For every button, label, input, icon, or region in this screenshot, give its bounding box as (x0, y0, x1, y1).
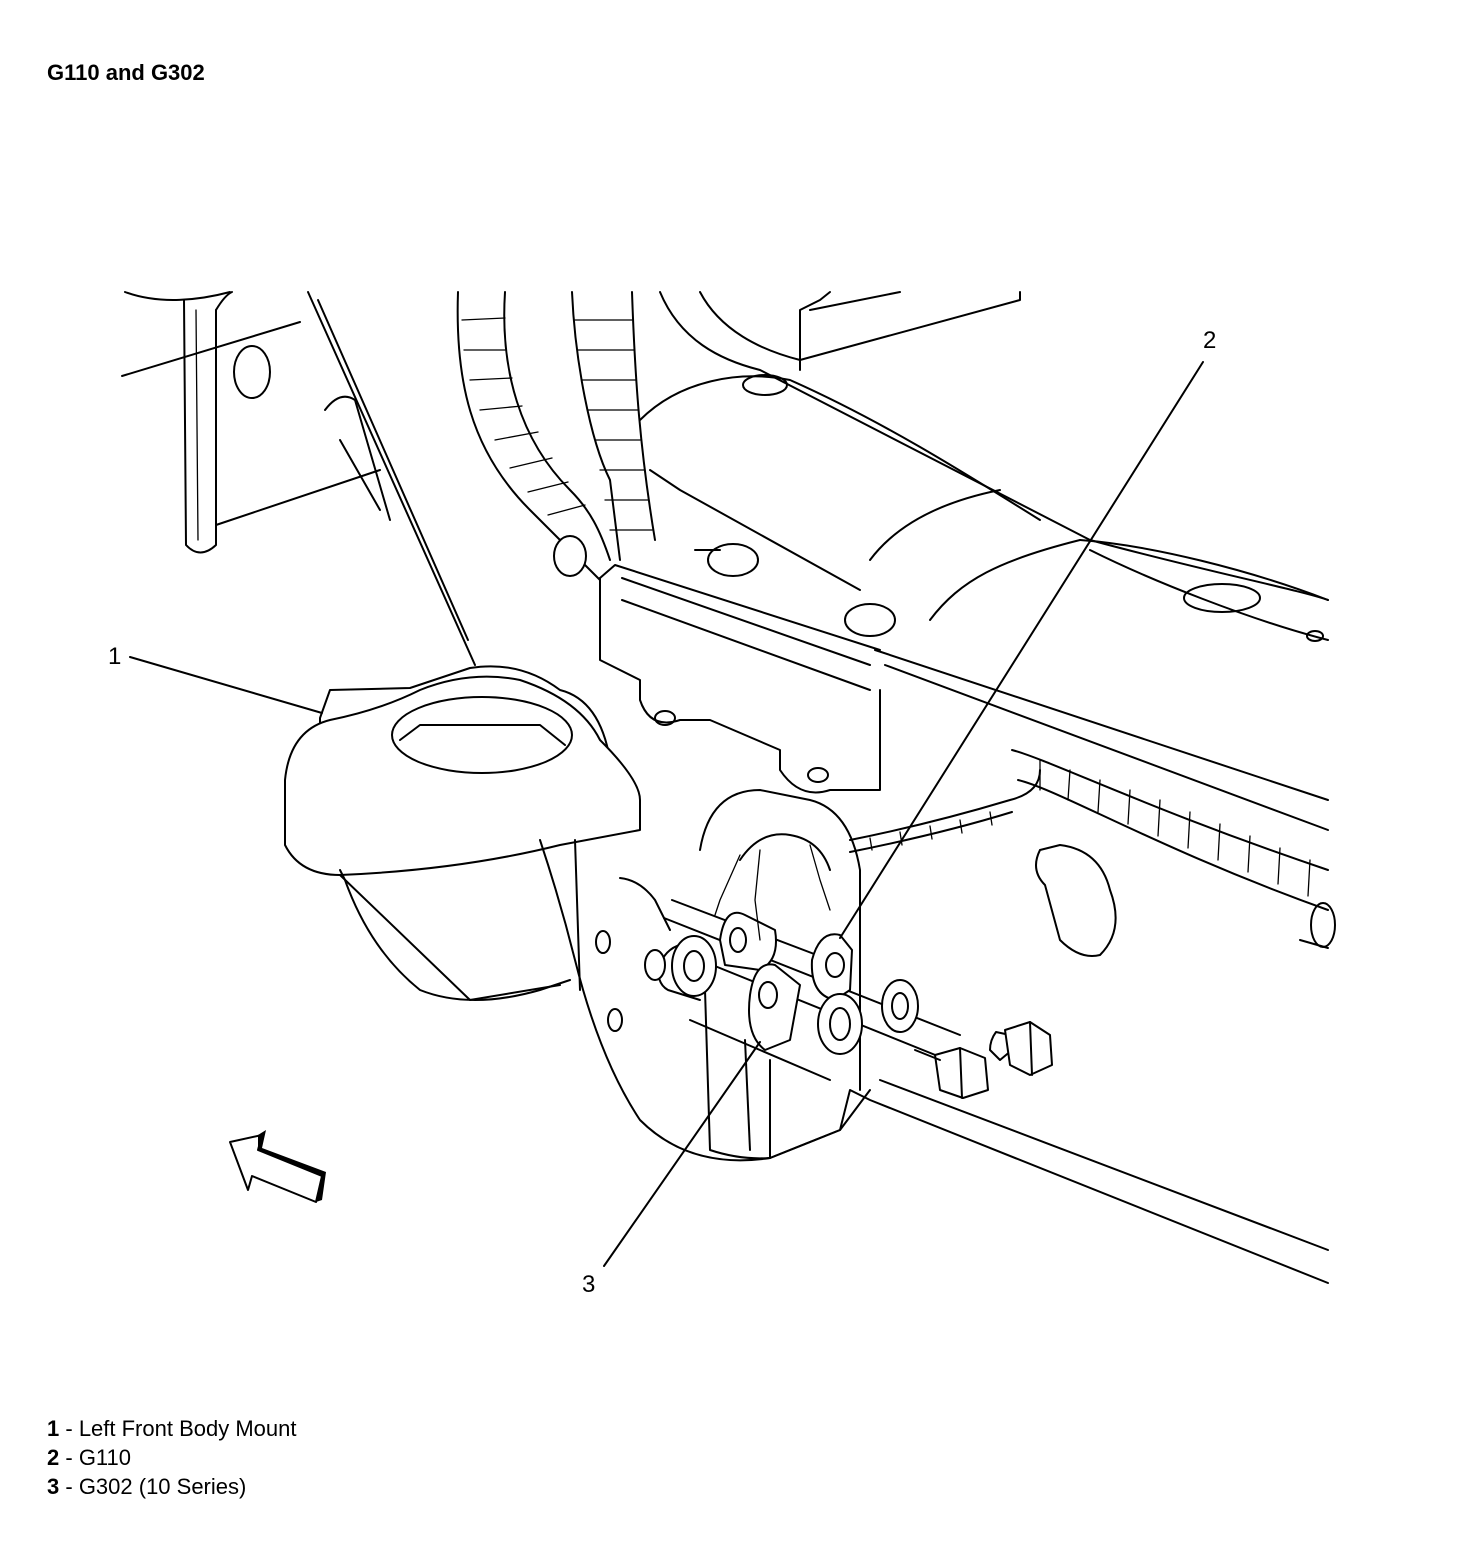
wiring-harness-upper (456, 291, 656, 581)
wiring-harness-lower (849, 749, 1336, 949)
leader-line-2 (839, 361, 1204, 939)
callout-number-2: 2 (1203, 327, 1216, 354)
center-bracket (599, 543, 1329, 831)
ground-hardware (595, 789, 1329, 1284)
legend-item: 1 - Left Front Body Mount (47, 1416, 297, 1441)
page-title: G110 and G302 (47, 60, 205, 85)
callout-number-1: 1 (108, 643, 121, 670)
legend-item: 2 - G110 (47, 1445, 131, 1470)
leader-line-1 (129, 656, 323, 714)
frame-crossmember (639, 291, 1329, 642)
legend-item: 3 - G302 (10 Series) (47, 1474, 247, 1499)
callout-leaders (129, 361, 1204, 1267)
callout-number-3: 3 (582, 1271, 595, 1298)
front-direction-arrow-icon (229, 1130, 326, 1203)
leader-line-3 (603, 1041, 761, 1267)
body-bracket (121, 291, 391, 554)
frame-edge-line (307, 291, 476, 666)
callout-legend: 1 - Left Front Body Mount 2 - G110 3 - G… (47, 1414, 296, 1501)
body-mount (284, 665, 871, 1162)
